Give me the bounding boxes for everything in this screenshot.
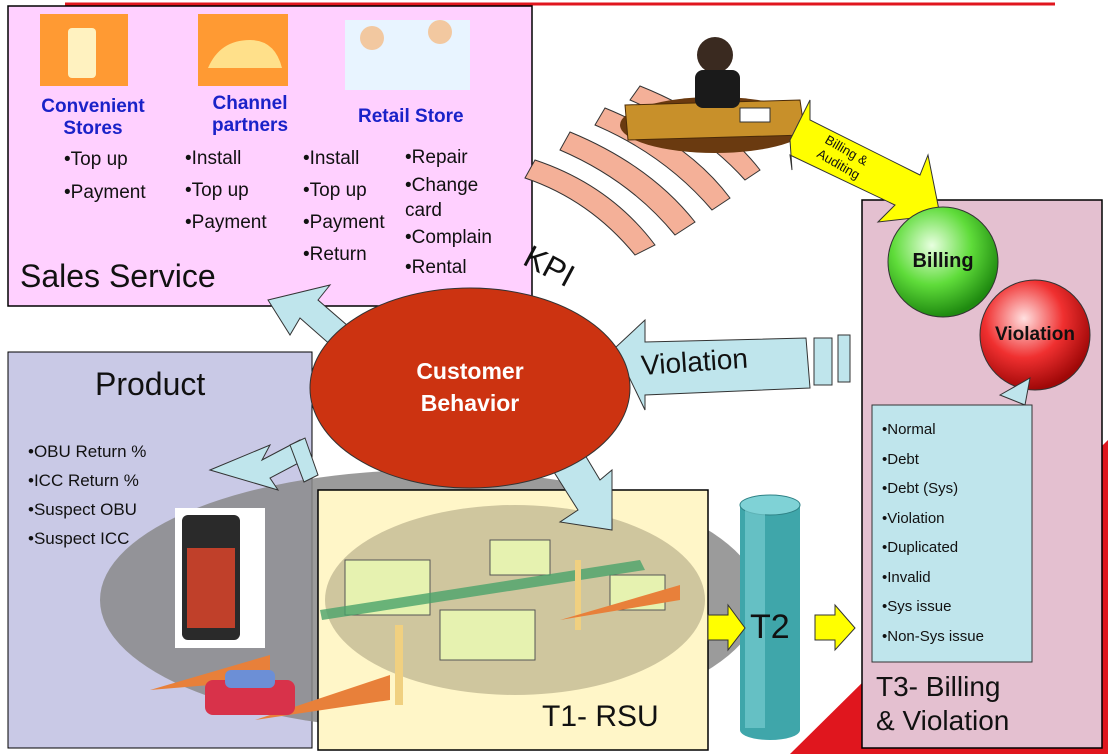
list-item: •Top up — [303, 180, 367, 201]
convenient-label-line1: Convenient — [41, 96, 145, 117]
obu-screen-icon — [187, 548, 235, 628]
list-item: card — [405, 200, 442, 221]
list-item: •Repair — [405, 147, 468, 168]
channel-label-line1: Channel — [212, 93, 288, 114]
list-item: •Invalid — [882, 568, 931, 586]
list-item: •Sys issue — [882, 598, 952, 615]
product-items: •OBU Return % •ICC Return % •Suspect OBU… — [28, 437, 146, 553]
t1-rsu-label: T1- RSU — [542, 700, 659, 733]
list-item: •Top up — [64, 149, 128, 170]
customer-behavior-label: Customer Behavior — [370, 355, 570, 419]
list-item: •Complain — [405, 227, 492, 248]
list-item: •Payment — [185, 212, 267, 233]
violation-circle — [979, 279, 1091, 391]
violation-list: •Normal •Debt •Debt (Sys) •Violation •Du… — [882, 415, 984, 651]
channel-label-line2: partners — [211, 115, 289, 136]
kpi-wave-2 — [559, 131, 696, 236]
list-item: •Change — [405, 175, 479, 196]
t2-label: T2 — [750, 608, 790, 646]
list-item: •Non-Sys issue — [882, 627, 984, 645]
customer-behavior-line1: Customer — [416, 358, 524, 384]
convenient-stores-label: Convenient Stores — [30, 96, 156, 140]
judge-head-icon — [697, 37, 733, 73]
sales-service-title: Sales Service — [20, 258, 216, 294]
retail-staff-icon — [428, 20, 452, 44]
retail-store-label: Retail Store — [358, 106, 464, 127]
violation-arrow-stripe-1 — [813, 337, 833, 386]
list-item: •ICC Return % — [28, 471, 139, 490]
list-item: •Install — [185, 148, 242, 169]
list-item: •Payment — [303, 212, 385, 233]
t3-label-line2: & Violation — [876, 705, 1010, 736]
t3-label-line1: T3- Billing — [876, 671, 1001, 702]
list-item: •Debt — [882, 450, 919, 468]
judge-paper-icon — [739, 107, 771, 123]
list-item: •OBU Return % — [28, 442, 147, 461]
retail-items-col2: •Repair •Change card •Complain •Rental — [405, 143, 492, 283]
road-light-3 — [560, 585, 680, 620]
kpi-wave-1 — [524, 159, 656, 256]
list-item: •Return — [303, 244, 367, 265]
t1-scene-shadow — [325, 505, 705, 695]
list-item: •Rental — [405, 257, 467, 278]
car-window-icon — [225, 670, 275, 688]
list-item: •Suspect ICC — [28, 529, 130, 548]
list-item: •Install — [303, 148, 360, 169]
retail-customer-icon — [360, 26, 384, 50]
list-item: •Payment — [64, 182, 146, 203]
pillar-2 — [575, 560, 581, 630]
channel-items: •Install •Top up •Payment — [185, 143, 267, 239]
judge-robe-icon — [695, 70, 740, 108]
toll-booth-3 — [489, 539, 551, 576]
violation-circle-label: Violation — [995, 324, 1075, 345]
violation-arrow-stripe-2 — [837, 334, 851, 383]
list-item: •Violation — [882, 509, 945, 527]
list-item: •Top up — [185, 180, 249, 201]
retail-items-col1: •Install •Top up •Payment •Return — [303, 143, 385, 271]
billing-label: Billing — [912, 250, 974, 272]
convenient-items: •Top up •Payment — [64, 143, 146, 209]
channel-partners-label: Channel partners — [196, 93, 304, 137]
callout-pointer — [998, 377, 1031, 406]
billing-circle — [887, 206, 999, 318]
list-item: •Duplicated — [882, 539, 959, 556]
list-item: •Suspect OBU — [28, 500, 137, 519]
product-title: Product — [95, 366, 206, 402]
arrow-t2-t3 — [814, 603, 856, 652]
car-clipart-shape-icon — [208, 40, 282, 68]
customer-behavior-ellipse — [309, 287, 631, 489]
arrow-to-product-stripe — [289, 437, 319, 483]
car-icon — [205, 680, 295, 715]
violation-arrow — [614, 318, 811, 411]
list-item: •Debt (Sys) — [882, 480, 959, 497]
t3-label: T3- Billing & Violation — [876, 670, 1009, 738]
violation-list-box — [871, 404, 1033, 663]
convenient-label-line2: Stores — [63, 118, 123, 139]
customer-behavior-line2: Behavior — [420, 390, 520, 416]
gas-pump-body-icon — [68, 28, 96, 78]
t2-highlight — [745, 508, 765, 728]
list-item: •Normal — [882, 421, 936, 438]
gantry-beam — [320, 560, 645, 620]
pillar-1 — [395, 625, 403, 705]
arrow-t1-t2 — [707, 603, 746, 652]
toll-booth-2 — [439, 609, 536, 661]
